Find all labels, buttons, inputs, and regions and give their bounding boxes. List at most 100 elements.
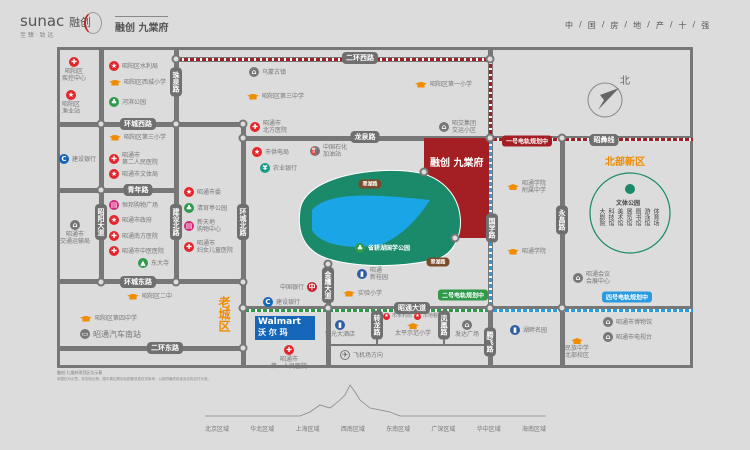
- poi-label: 市水利局: [392, 313, 413, 319]
- landmark-icon: ⌂: [603, 332, 613, 342]
- region-link[interactable]: 上海区域: [295, 426, 320, 433]
- poi-label: 紫光大酒店: [325, 331, 356, 338]
- star-icon: ★: [414, 313, 421, 320]
- road-h: [57, 188, 176, 193]
- region-link[interactable]: 东南区域: [386, 426, 411, 433]
- poi-label: 飞机场方向: [353, 351, 384, 359]
- region-link[interactable]: 华北区域: [250, 426, 275, 433]
- road-label: 国学路: [486, 213, 498, 243]
- poi-school: 🎓实验小学: [343, 290, 382, 297]
- school-icon: 🎓: [109, 134, 121, 141]
- road-junction: [171, 119, 181, 129]
- road-label: 环城西路: [120, 118, 156, 130]
- road-label: 二环西路: [342, 52, 378, 64]
- lake: [312, 195, 430, 247]
- poi-star: ★昭阳区水利局: [109, 61, 158, 71]
- poi-hospital: ✚昭通市中医医院: [109, 246, 164, 256]
- separator: /: [692, 20, 696, 29]
- star-icon: ★: [252, 147, 262, 157]
- poi-star: ★昭阳区 渔业站: [62, 90, 80, 115]
- star-icon: ★: [66, 90, 76, 100]
- hospital-icon: ✚: [109, 154, 119, 164]
- building-icon: ▮: [335, 320, 345, 330]
- compass-arrow-icon: [598, 88, 619, 110]
- road-label: 永昌路: [556, 205, 568, 235]
- map-caption: 融创·九棠府项目区位示意: [57, 370, 103, 375]
- boc-icon: 中: [307, 282, 318, 292]
- school-icon: 🎓: [109, 79, 121, 86]
- ranking-char: 中: [565, 21, 573, 30]
- poi-plane: ✈飞机场方向: [340, 350, 383, 360]
- poi-label: 昭通学院 附属中学: [522, 180, 547, 194]
- skyline: [205, 384, 546, 417]
- compass-north-label: 北: [620, 76, 630, 87]
- road-label: 龙泉路: [350, 131, 380, 143]
- poi-label: 恒邦购物广场: [122, 201, 159, 209]
- poi-school: 🎓昭阳区第三小学: [109, 134, 166, 141]
- region-list: 北京区域 华北区域 上海区域 西南区域 东南区域 广深区域 华中区域 海南区域: [205, 424, 546, 433]
- region-link[interactable]: 华中区域: [476, 426, 501, 433]
- road-junction: [238, 303, 248, 313]
- landmark-icon: ⌂: [249, 67, 259, 77]
- poi-hospital: ✚昭通市 第二人民医院: [109, 152, 158, 166]
- poi-label: 昭通学院: [522, 248, 547, 255]
- culture-park-circle: [589, 172, 671, 254]
- road-label: 翠湖路: [358, 179, 382, 189]
- walmart-en: Walmart: [258, 317, 301, 327]
- poi-building: ▮湖畔名园: [510, 325, 547, 335]
- road-junction: [96, 119, 106, 129]
- separator: /: [647, 20, 650, 29]
- poi-boc: 中国银行中: [280, 282, 318, 292]
- north-district: 北部新区: [605, 157, 645, 168]
- poi-star: ★昭通市政府: [109, 215, 152, 225]
- separator: /: [579, 20, 582, 29]
- poi-label: 中国石化 加油站: [323, 144, 348, 158]
- building-icon: ▮: [357, 269, 367, 279]
- road-label: 环城北路: [237, 204, 249, 240]
- landmark-icon: ⌂: [439, 122, 449, 132]
- separator: /: [624, 20, 628, 29]
- road-junction: [171, 277, 181, 287]
- ccb-icon: C: [59, 154, 69, 164]
- poi-school: 🎓昭阳区第一小学: [415, 81, 472, 88]
- poi-label: 昭通市 第一人民医院: [271, 356, 308, 370]
- school-icon: 🎓: [407, 323, 419, 329]
- hospital-icon: ✚: [109, 231, 119, 241]
- poi-hospital: ✚昭阳区 疾控中心: [62, 57, 86, 82]
- landmark-icon: ⌂: [70, 220, 80, 230]
- road-h: [243, 306, 693, 311]
- park-icon: ♣: [109, 97, 119, 107]
- poi-school: 🎓昭阳区第四中学: [80, 315, 137, 322]
- poi-pagoda: ▲东大寺: [138, 258, 169, 268]
- poi-label: 省耕湖国学公园: [368, 244, 411, 252]
- school-icon: 🎓: [127, 293, 139, 300]
- region-link[interactable]: 西南区域: [340, 426, 365, 433]
- poi-label: 昭通南方医院: [122, 232, 159, 240]
- ranking-char: 强: [701, 21, 710, 30]
- region-link[interactable]: 海南区域: [521, 426, 546, 433]
- poi-school: 🎓太平示范小学: [395, 323, 431, 337]
- school-icon: 🎓: [415, 81, 427, 88]
- poi-school: 🎓昭阳区二中: [127, 293, 172, 300]
- region-link[interactable]: 广深区域: [431, 426, 456, 433]
- walmart-cn: 沃 尔 玛: [258, 328, 288, 337]
- venue: 科技馆: [607, 208, 614, 226]
- poi-label: 清官亭公园: [197, 204, 228, 212]
- poi-label: 建设银行: [72, 155, 97, 163]
- poi-label: 建设银行: [276, 298, 301, 306]
- poi-label: 昭通市委: [197, 188, 222, 196]
- poi-label: 昭通市电视台: [616, 333, 653, 341]
- poi-label: 实验小学: [358, 290, 383, 297]
- ccb-icon: C: [263, 297, 273, 307]
- road-v: [560, 136, 565, 367]
- road-v: [99, 47, 104, 282]
- poi-label: 昭阳区第四中学: [95, 315, 138, 322]
- poi-star: ★市供电局: [252, 147, 289, 157]
- poi-label: 昭阳区 渔业站: [62, 101, 81, 115]
- venue: 游泳馆: [643, 208, 650, 226]
- project-logo: 融创 九棠府: [115, 16, 169, 34]
- slogan: 至 臻 · 致 远: [20, 32, 54, 39]
- region-link[interactable]: 北京区域: [205, 426, 230, 433]
- road-junction: [323, 303, 333, 313]
